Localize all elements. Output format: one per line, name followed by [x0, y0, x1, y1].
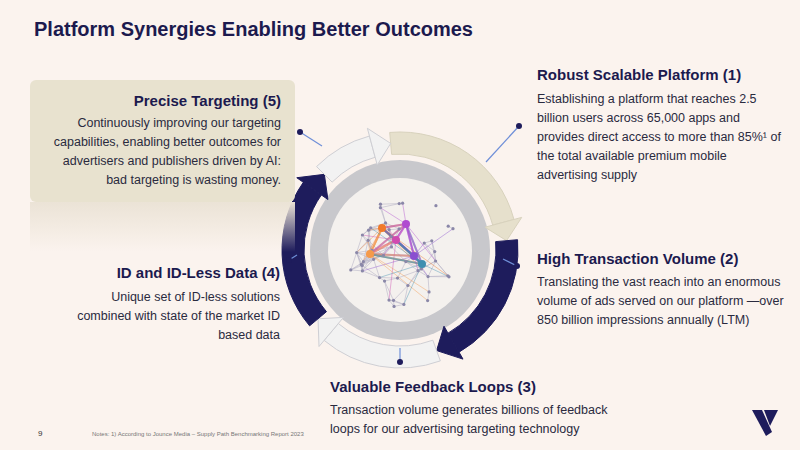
leader-dot: [516, 123, 522, 129]
callout-heading: Valuable Feedback Loops (3): [330, 378, 536, 395]
callout-body: Unique set of ID-less solutions combined…: [75, 288, 280, 345]
grey-disk: [310, 160, 490, 340]
cycle-arrow: [390, 132, 514, 225]
highlight-box: Precise Targeting (5) Continuously improv…: [30, 80, 295, 202]
slide-title: Platform Synergies Enabling Better Outco…: [34, 18, 473, 41]
box-fade: [30, 202, 295, 252]
cycle-arrow: [448, 240, 518, 352]
cycle-arrowhead: [485, 217, 522, 240]
page-number: 9: [38, 429, 42, 438]
leader-line: [486, 126, 519, 162]
callout-body: Establishing a platform that reaches 2.5…: [537, 90, 787, 185]
box-heading: Precise Targeting (5): [44, 92, 281, 109]
cycle-arrowhead: [367, 128, 390, 165]
cycle-arrowhead: [297, 174, 328, 199]
leader-line: [300, 132, 322, 146]
cycle-arrow: [317, 136, 376, 182]
leader-dot: [286, 257, 292, 263]
leader-dot: [514, 263, 520, 269]
cycle-arrow: [324, 324, 440, 368]
callout-heading: ID and ID-Less Data (4): [117, 264, 280, 281]
cycle-arrowhead: [318, 317, 343, 346]
callout-heading: High Transaction Volume (2): [537, 250, 738, 267]
box-body: Continuously improving our targeting cap…: [44, 114, 281, 190]
leader-dot: [297, 129, 303, 135]
callout-body: Transaction volume generates billions of…: [330, 401, 620, 439]
network-graphic: [349, 202, 454, 308]
cycle-arrowhead: [437, 326, 463, 359]
leader-dot: [397, 359, 403, 365]
company-logo: [752, 410, 778, 436]
inner-disk: [328, 178, 472, 322]
callout-body: Translating the vast reach into an enorm…: [537, 273, 787, 330]
footnote: Notes: 1) According to Jounce Media – Su…: [92, 431, 304, 437]
callout-heading: Robust Scalable Platform (1): [537, 66, 741, 83]
